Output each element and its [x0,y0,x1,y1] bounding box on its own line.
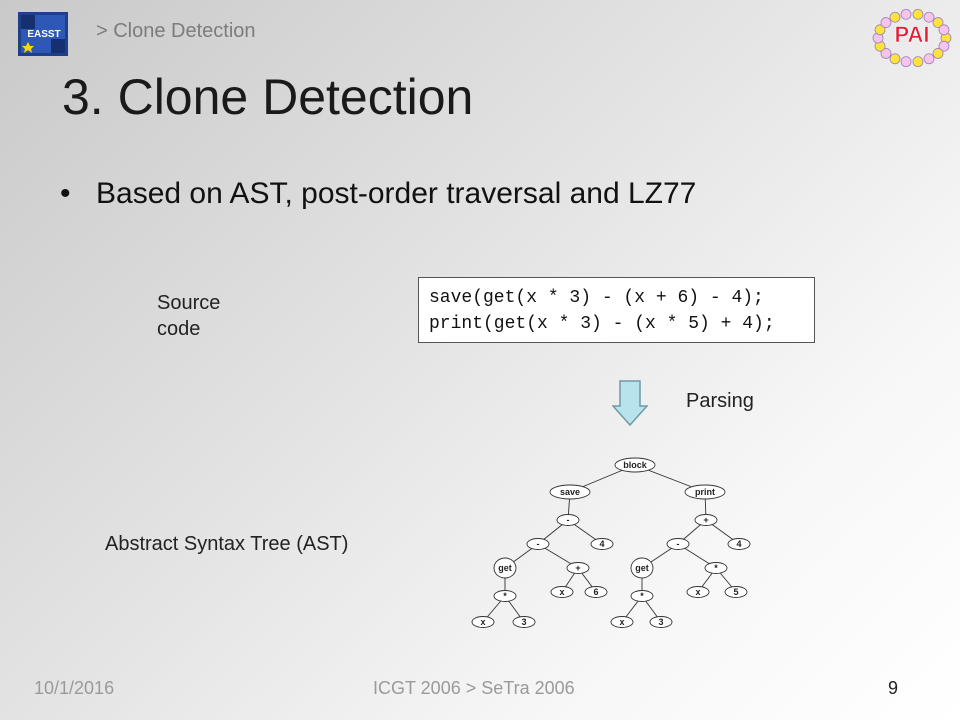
pai-bead-icon [880,48,892,59]
footer-conference: ICGT 2006 > SeTra 2006 [373,678,575,698]
slide-title: 3. Clone Detection [62,69,474,125]
code-line: save(get(x * 3) - (x + 6) - 4); [429,288,764,308]
ast-node-get-label: get [635,563,649,573]
ast-node-four: 4 [590,538,614,550]
pai-bead-icon [923,53,935,65]
ast-node-minus-label: - [677,539,680,549]
ast-node-four: 4 [727,538,751,550]
pai-bead-icon [889,11,901,23]
ast-node-x: x [686,586,710,598]
ast-node-three: 3 [649,616,673,628]
ast-node-three-label: 3 [521,617,526,627]
page-number: 9 [888,678,899,698]
ast-node-minus-label: - [567,515,570,525]
ast-node-block-label: block [623,460,648,470]
pai-bead-icon [938,24,950,36]
ast-node-print-label: print [695,487,715,497]
ast-node-x-label: x [559,587,564,597]
ast-node-four-label: 4 [736,539,741,549]
ast-node-multiply: * [630,590,654,602]
ast-node-plus-label: + [575,563,580,573]
pai-bead-icon [938,40,950,52]
ast-node-five: 5 [724,586,748,598]
bullet-dot-icon: • [60,177,71,210]
parsing-label: Parsing [686,390,754,412]
pai-bead-icon [912,8,924,20]
breadcrumb: > Clone Detection [96,20,256,42]
ast-node-minus-label: - [537,539,540,549]
footer-date: 10/1/2016 [34,678,115,698]
ast-node-plus: + [566,562,590,574]
ast-node-five-label: 5 [733,587,738,597]
ast-node-x-label: x [619,617,624,627]
ast-node-six: 6 [584,586,608,598]
ast-node-block: block [614,457,656,473]
pai-bead-icon [880,17,892,28]
ast-label: Abstract Syntax Tree (AST) [105,533,349,555]
ast-node-four-label: 4 [599,539,604,549]
ast-node-x: x [471,616,495,628]
easst-logo: EASST [18,12,68,56]
ast-node-multiply-label: * [640,591,644,601]
ast-node-x: x [610,616,634,628]
ast-node-minus: - [526,538,550,550]
bullet-text: Based on AST, post-order traversal and L… [96,177,697,210]
ast-node-get: get [493,557,517,579]
ast-node-minus: - [666,538,690,550]
pai-bead-icon [889,53,901,65]
pai-bead-icon [932,17,944,28]
ast-node-save-label: save [560,487,580,497]
pai-bead-icon [900,8,912,20]
ast-node-get-label: get [498,563,512,573]
ast-node-x-label: x [695,587,700,597]
ast-node-six-label: 6 [593,587,598,597]
pai-bead-icon [923,11,935,23]
pai-bead-icon [874,24,886,36]
bullet-item: • Based on AST, post-order traversal and … [60,177,696,211]
source-code-box: save(get(x * 3) - (x + 6) - 4); print(ge… [418,277,815,343]
ast-node-multiply: * [493,590,517,602]
ast-node-three-label: 3 [658,617,663,627]
ast-node-plus: + [694,514,718,526]
easst-logo-text: EASST [27,29,60,40]
ast-node-three: 3 [512,616,536,628]
ast-node-multiply-label: * [714,563,718,573]
pai-bead-icon [900,56,912,68]
ast-node-minus: - [556,514,580,526]
pai-logo: PAI [872,8,952,68]
ast-node-x: x [550,586,574,598]
ast-node-multiply: * [704,562,728,574]
pai-logo-text: PAI [894,22,929,47]
source-code-label: Source code [157,292,221,340]
ast-node-x-label: x [480,617,485,627]
ast-node-save: save [549,484,591,500]
ast-diagram: block save print - + - 4 - 4 get + get * * x 6 * x 5 x 3 x 3 [471,457,751,628]
ast-node-multiply-label: * [503,591,507,601]
ast-node-plus-label: + [703,515,708,525]
ast-node-get: get [630,557,654,579]
ast-node-print: print [684,484,726,500]
pai-bead-icon [912,56,924,68]
ast-nodes: block save print - + - 4 - 4 get + get * * x 6 * x 5 x 3 x 3 [471,457,751,628]
down-arrow-icon [612,380,648,426]
pai-bead-icon [932,48,944,59]
code-line: print(get(x * 3) - (x * 5) + 4); [429,314,775,334]
